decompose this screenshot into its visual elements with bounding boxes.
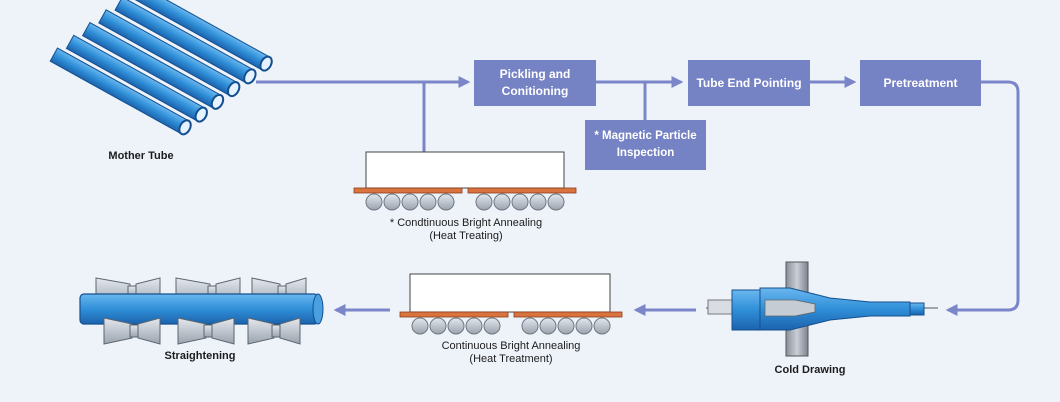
straightening-machine — [79, 277, 324, 345]
annealing-bottom-label: Continuous Bright Annealing (Heat Treatm… — [400, 340, 622, 366]
magnetic-label-line2: Inspection — [616, 147, 675, 159]
cold-drawing-machine — [706, 261, 938, 357]
annealing-bottom-line2: (Heat Treatment) — [469, 353, 553, 365]
pretreatment-box: Pretreatment — [860, 60, 981, 106]
mother-tube-text: Mother Tube — [108, 150, 174, 162]
straightening-label: Straightening — [150, 350, 250, 363]
straightening-text: Straightening — [164, 350, 236, 362]
cold-drawing-label: Cold Drawing — [770, 364, 850, 377]
pickling-conditioning-box: Pickling and Conitioning — [474, 60, 596, 106]
magnetic-label-line1: * Magnetic Particle — [594, 130, 697, 142]
magnetic-inspection-box: * Magnetic Particle Inspection — [585, 120, 706, 170]
annealing-furnace-bottom — [399, 273, 623, 335]
annealing-top-label: * Condtinuous Bright Annealing (Heat Tre… — [356, 217, 576, 243]
pickling-label-line1: Pickling and — [499, 67, 571, 81]
annealing-furnace-top — [353, 151, 577, 211]
top-flow-arrows — [256, 76, 1020, 316]
tube-end-pointing-label: Tube End Pointing — [696, 75, 802, 90]
mother-tube-bundle — [49, 0, 273, 136]
pickling-label-line2: Conitioning — [501, 84, 569, 98]
pretreatment-label: Pretreatment — [883, 75, 958, 90]
mother-tube-label: Mother Tube — [96, 150, 186, 163]
tube-end-pointing-box: Tube End Pointing — [688, 60, 810, 106]
annealing-bottom-line1: Continuous Bright Annealing — [441, 340, 581, 352]
annealing-top-line1: * Condtinuous Bright Annealing — [389, 217, 543, 229]
annealing-top-line2: (Heat Treating) — [429, 230, 503, 242]
cold-drawing-text: Cold Drawing — [774, 364, 846, 376]
